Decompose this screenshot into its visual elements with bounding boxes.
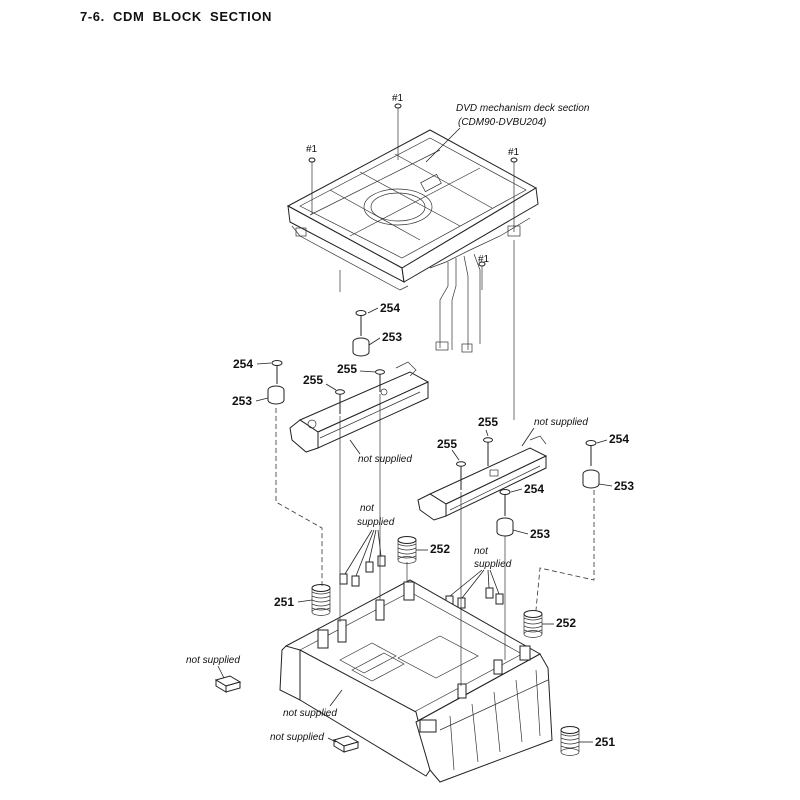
- part-253-label-c: 253: [614, 479, 634, 493]
- part-255-label-c: 255: [437, 437, 457, 451]
- note-pins-left-1: not: [360, 503, 375, 514]
- part-251-label-a: 251: [274, 595, 294, 609]
- damper-253-a: [352, 337, 370, 357]
- ref-label-1: #1: [392, 93, 404, 104]
- loose-block-left: [214, 675, 242, 693]
- damper-253-b: [267, 385, 285, 405]
- part-254-label-d: 254: [524, 482, 544, 496]
- part-254-label-a: 254: [380, 301, 400, 315]
- part-253-label-b: 253: [232, 394, 252, 408]
- part-255-label-a: 255: [303, 373, 323, 387]
- note-left-bracket: not supplied: [358, 454, 412, 465]
- ref-label-2: #1: [306, 144, 318, 155]
- note-pins-right-2: supplied: [474, 559, 512, 570]
- screw-255-b: [375, 369, 385, 392]
- pins-right: [445, 569, 504, 609]
- dvd-mechanism-deck: [286, 129, 539, 353]
- spring-252-b: [523, 610, 543, 638]
- spring-251-a: [311, 584, 331, 616]
- loose-block-bottom: [332, 735, 360, 753]
- screw-255-a: [335, 389, 345, 414]
- screw-254-b: [271, 360, 283, 384]
- note-right-top: not supplied: [534, 417, 588, 428]
- part-253-label-a: 253: [382, 330, 402, 344]
- note-base-center: not supplied: [283, 708, 337, 719]
- spring-252-a: [397, 536, 417, 564]
- ref-label-4: #1: [478, 254, 490, 265]
- deck-label-line2: (CDM90-DVBU204): [458, 117, 546, 128]
- base-chassis: [279, 579, 553, 783]
- note-pins-right-1: not: [474, 546, 489, 557]
- part-252-label-b: 252: [556, 616, 576, 630]
- deck-screws: [308, 103, 518, 290]
- part-251-label-b: 251: [595, 735, 615, 749]
- screw-254-c: [585, 440, 597, 466]
- screw-254-d: [499, 489, 511, 516]
- deck-label-line1: DVD mechanism deck section: [456, 103, 590, 114]
- page-title: 7-6. CDM BLOCK SECTION: [80, 9, 273, 24]
- spring-251-b: [560, 726, 580, 756]
- part-255-label-b: 255: [337, 362, 357, 376]
- note-block-bottom: not supplied: [270, 732, 324, 743]
- ref-label-3: #1: [508, 147, 520, 158]
- part-252-label-a: 252: [430, 542, 450, 556]
- screw-255-c: [456, 461, 466, 490]
- note-pins-left-2: supplied: [357, 517, 395, 528]
- screw-254-a: [355, 310, 367, 336]
- part-255-label-d: 255: [478, 415, 498, 429]
- part-254-label-b: 254: [233, 357, 253, 371]
- left-bracket: [289, 361, 430, 453]
- damper-253-d: [496, 517, 514, 537]
- note-block-left: not supplied: [186, 655, 240, 666]
- screw-255-d: [483, 437, 493, 466]
- part-253-label-d: 253: [530, 527, 550, 541]
- right-bracket: [417, 435, 548, 521]
- pins-left: [339, 529, 386, 587]
- damper-253-c: [582, 469, 600, 489]
- part-254-label-c: 254: [609, 432, 629, 446]
